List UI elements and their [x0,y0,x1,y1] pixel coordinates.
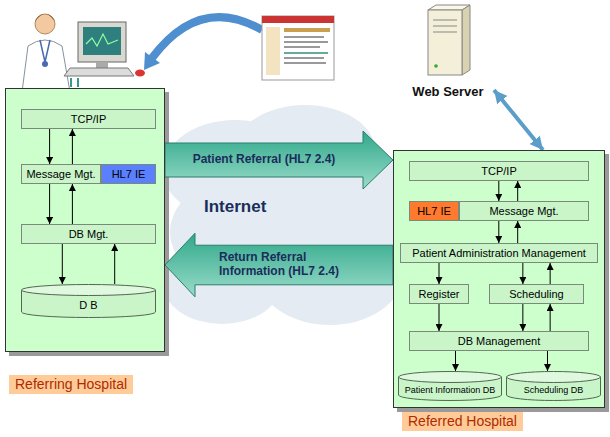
node-text: Patient Information DB [405,385,496,395]
module-box: Message Mgt. [459,201,589,221]
cylinder-top [399,372,502,383]
module-box: TCP/IP [21,109,156,129]
flow-arrow [517,221,518,243]
internet-cloud [162,105,415,325]
curved-arrow [144,17,262,70]
hospital-label: Referred Hospital [402,412,523,431]
module-box: DB Management [409,331,589,351]
edge-label: Return Referral Information (HL7 2.4) [219,251,369,279]
hospital-panel: Referring HospitalTCP/IPMessage Mgt.HL7 … [5,88,165,352]
node-text: DB Management [458,335,541,348]
web-server: Web Server [398,6,498,100]
flow-arrow [550,304,551,331]
flow-arrow [498,181,499,201]
node-text: DB Mgt. [69,228,109,241]
cylinder-top [507,372,601,383]
hospital-panel: Referred HospitalTCP/IPHL7 IEMessage Mgt… [393,150,605,408]
interface-box: HL7 IE [409,201,459,221]
module-box: Scheduling [489,284,584,304]
web-page-screenshot [262,16,334,80]
block-arrow [165,131,393,189]
node-text: HL7 IE [417,205,451,218]
node-text: Message Mgt. [26,168,95,181]
doctor-workstation [22,14,145,92]
flow-arrow [517,181,518,201]
module-box: TCP/IP [409,161,589,181]
node-text: Message Mgt. [489,205,558,218]
module-box: DB Mgt. [21,224,156,244]
flow-arrow [522,304,523,331]
interface-box: HL7 IE [101,164,156,184]
flow-arrow [455,351,456,371]
node-text: Scheduling DB [524,385,584,395]
node-text: TCP/IP [71,113,106,126]
flow-arrow [62,244,63,284]
node-text: Scheduling [509,288,563,301]
flow-arrow [49,129,50,164]
network-label: Internet [204,197,266,217]
flow-arrow [522,263,523,284]
node-text: Register [419,288,460,301]
node-text: TCP/IP [481,165,516,178]
flow-arrow [498,221,499,243]
flow-arrow [72,184,73,224]
flow-arrow [49,184,50,224]
flow-arrow [114,244,115,284]
flow-arrow [547,351,548,371]
flow-arrow [439,304,440,331]
module-box: Register [409,284,469,304]
module-box: Patient Administration Management [400,243,598,263]
module-box: Message Mgt. [21,164,101,184]
block-arrow [165,233,393,297]
database-cylinder: D B [21,284,156,318]
flow-arrow [72,129,73,164]
server-icon [428,5,470,75]
panel-fill [5,88,165,352]
hospital-label: Referring Hospital [9,375,133,394]
panel-fills [5,88,609,412]
edge-label: Patient Referral (HL7 2.4) [193,153,336,167]
database-cylinder: Scheduling DB [506,371,601,401]
panel-fill [393,150,605,408]
flow-arrow [439,263,440,284]
database-cylinder: Patient Information DB [398,371,502,401]
node-text: Patient Administration Management [412,247,586,260]
node-text: Web Server [412,85,483,100]
node-text: D B [79,299,97,312]
cylinder-top [22,285,156,296]
node-text: HL7 IE [112,168,146,181]
flow-arrow [550,263,551,284]
double-arrow [494,90,543,150]
